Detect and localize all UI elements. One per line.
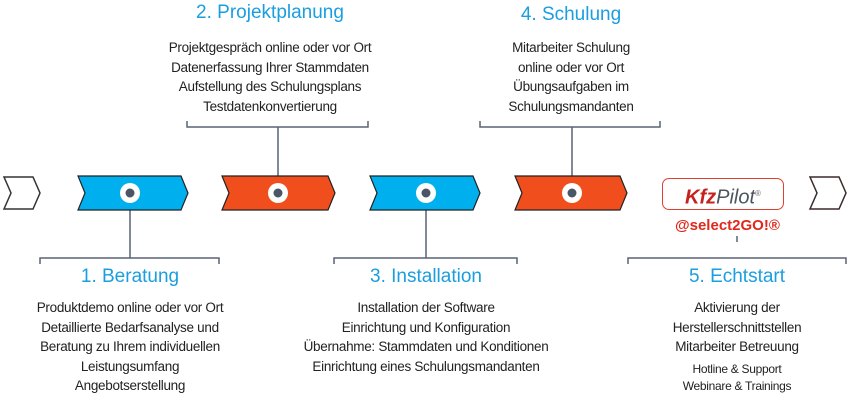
step-line: Beratung zu Ihrem individuellen [40, 339, 220, 354]
step-line: Mitarbeiter Betreuung [675, 339, 799, 354]
kfzpilot-logo: KfzPilot® [662, 178, 784, 210]
step-line: Übungsaufgaben im [513, 79, 629, 94]
start-chevron [2, 176, 41, 210]
step-line: Hotline & Support [692, 361, 782, 376]
step-title: 1. Beratung [80, 266, 180, 287]
step-title: 3. Installation [370, 266, 482, 287]
select2go-tagline: @select2GO!® [675, 217, 780, 234]
step-line: Aufstellung des Schulungsplans [178, 79, 362, 94]
step-line: online oder vor Ort [517, 59, 625, 75]
step-line: Webinare & Trainings [682, 378, 792, 393]
step-5-text: 5. Echtstart Aktivierung der Herstellers… [673, 266, 802, 395]
logo-text-b: Pilot [716, 186, 756, 209]
step-line: Produktdemo online oder vor Ort [36, 300, 224, 315]
step-line: Datenerfassung Ihrer Stammdaten [171, 59, 369, 75]
logo-reg: ® [755, 189, 761, 198]
step-line: Angebotserstellung [74, 378, 186, 393]
connector-step-5 [627, 236, 847, 264]
step-line: Einrichtung eines Schulungsmandanten [312, 358, 540, 374]
step-line: Detaillierte Bedarfsanalyse und [41, 319, 219, 335]
step-title: 5. Echtstart [688, 266, 786, 287]
step-line: Herstellerschnittstellen [672, 319, 802, 335]
step-line: Leistungsumfang [80, 358, 180, 374]
step-title: 2. Projektplanung [196, 2, 344, 23]
milestone-dots [120, 183, 582, 203]
step-line: Projektgespräch online oder vor Ort [168, 40, 372, 55]
step-4-text: 4. Schulung Mitarbeiter Schulung online … [508, 4, 634, 116]
step-3-text: 3. Installation Installation der Softwar… [304, 266, 549, 376]
step-line: Übernahme: Stammdaten und Konditionen [303, 339, 549, 354]
step-2-text: 2. Projektplanung Projektgespräch online… [169, 2, 372, 116]
step-line: Aktivierung der [694, 300, 780, 315]
step-line: Einrichtung und Konfiguration [341, 319, 511, 335]
step-line: Schulungsmandanten [508, 98, 634, 114]
step-line: Testdatenkonvertierung [203, 98, 337, 114]
step-line: Installation der Software [357, 300, 495, 315]
step-line: Mitarbeiter Schulung [512, 40, 630, 55]
logo-text-a: Kfz [685, 186, 717, 209]
step-1-text: 1. Beratung Produktdemo online oder vor … [37, 266, 224, 396]
end-chevron [808, 176, 847, 210]
step-title: 4. Schulung [520, 4, 622, 25]
